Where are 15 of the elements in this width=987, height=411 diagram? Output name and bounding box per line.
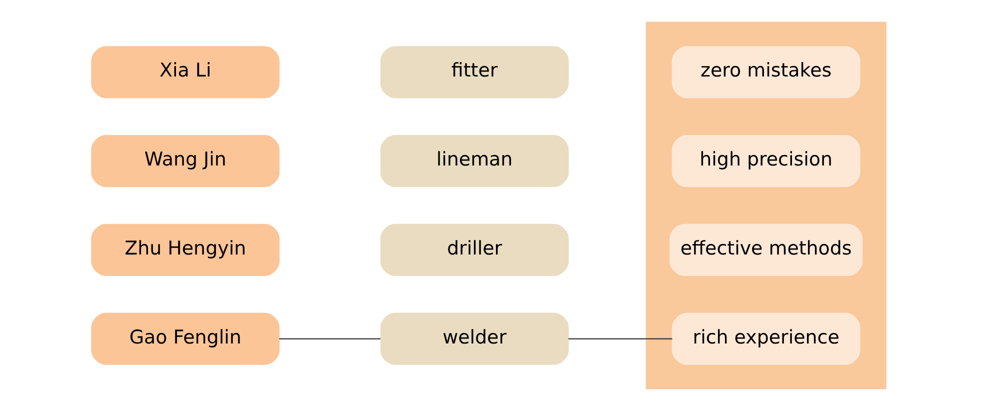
node-box: lineman — [380, 134, 569, 188]
node-box: Xia Li — [91, 46, 280, 98]
connector — [568, 338, 672, 340]
node-box: Wang Jin — [91, 134, 280, 188]
node-box: effective methods — [670, 224, 863, 276]
node-box: high precision — [672, 134, 860, 188]
node-box: driller — [380, 224, 569, 276]
node-box: welder — [380, 312, 569, 365]
node-box: fitter — [380, 46, 569, 98]
node-box: Zhu Hengyin — [91, 224, 280, 276]
node-box: Gao Fenglin — [91, 312, 280, 365]
node-box: rich experience — [672, 312, 860, 365]
node-box: zero mistakes — [672, 46, 860, 98]
connector — [279, 338, 380, 340]
cluster — [646, 22, 886, 390]
